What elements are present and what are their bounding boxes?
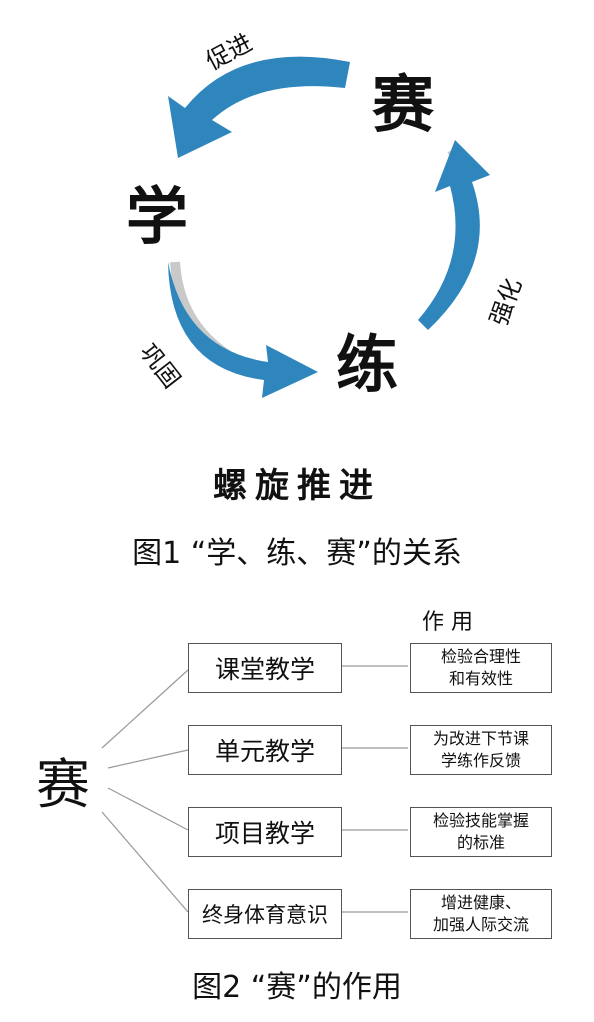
effect-box-1: 检验合理性 和有效性: [410, 643, 552, 693]
effect-1-line2: 和有效性: [448, 669, 513, 688]
figure1-caption: 图1 “学、练、赛”的关系: [132, 536, 462, 571]
effect-2-line1: 为改进下节课: [432, 729, 529, 749]
node-xue: 学: [126, 180, 189, 253]
effect-box-3: 检验技能掌握 的标准: [410, 807, 552, 857]
connector-2: [107, 749, 189, 769]
effect-3-line2: 的标准: [456, 833, 505, 852]
arrow-qianghua: [418, 140, 490, 330]
spiral-subtitle: 螺旋推进: [213, 466, 381, 506]
root-sai: 赛: [36, 753, 90, 816]
item-box-3: 项目教学: [188, 807, 342, 857]
effect-header: 作 用: [422, 610, 473, 635]
arrow-gonggu: [168, 261, 318, 398]
item-box-2: 单元教学: [188, 725, 342, 775]
effect-box-4: 增进健康、 加强人际交流: [410, 889, 552, 939]
effect-4-line2: 加强人际交流: [432, 915, 529, 934]
effect-box-2: 为改进下节课 学练作反馈: [410, 725, 552, 775]
item-box-1: 课堂教学: [188, 643, 342, 693]
arrow-cujin: [168, 56, 350, 158]
item-box-4: 终身体育意识: [188, 889, 342, 939]
node-lian: 练: [336, 328, 399, 401]
effect-3-line1: 检验技能掌握: [432, 811, 529, 831]
node-sai: 赛: [372, 68, 435, 141]
connector-4: [101, 811, 189, 913]
tree-connectors: [101, 665, 408, 913]
effect-1-line1: 检验合理性: [440, 647, 521, 667]
effect-2-line2: 学练作反馈: [440, 751, 521, 770]
effect-4-line1: 增进健康、: [440, 893, 521, 913]
connector-1: [101, 669, 189, 749]
connector-3: [107, 787, 189, 831]
figure2-caption: 图2 “赛”的作用: [192, 970, 402, 1005]
cycle-arrows: [168, 56, 490, 398]
